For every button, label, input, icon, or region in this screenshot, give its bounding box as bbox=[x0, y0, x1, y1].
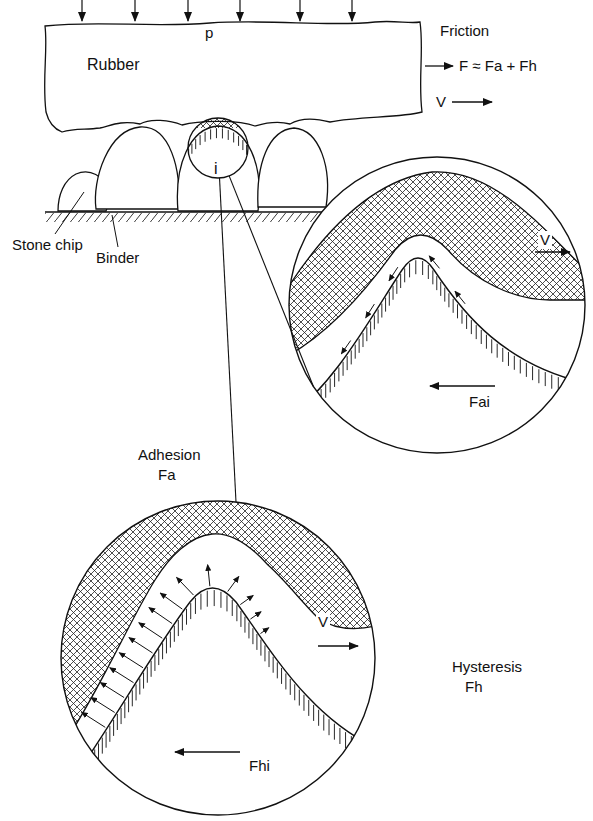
force-label: Fhi bbox=[247, 757, 272, 775]
callout-letter: i bbox=[214, 160, 218, 178]
rubber-block: Rubber bbox=[45, 20, 423, 128]
zoom-circle: V Fai bbox=[289, 157, 585, 453]
part-name: Stone chip bbox=[12, 236, 83, 254]
adhesion-zoom bbox=[280, 172, 593, 436]
rubber-zoom bbox=[280, 172, 593, 360]
part-name: Binder bbox=[96, 249, 139, 267]
velocity-label: V bbox=[316, 613, 330, 631]
pressure-arrows bbox=[82, 0, 352, 21]
leader-connector bbox=[220, 178, 236, 502]
velocity-label: V bbox=[538, 231, 552, 249]
stone-chip: i bbox=[178, 126, 260, 212]
ground-hatch bbox=[45, 213, 335, 222]
mechanism-label: Adhesion bbox=[138, 446, 201, 464]
part-name: Rubber bbox=[87, 56, 139, 74]
velocity-arrow bbox=[452, 101, 492, 102]
leader-line bbox=[55, 192, 84, 234]
formula-label: F ≈ Fa + Fh bbox=[459, 57, 537, 75]
force-label: Fai bbox=[469, 393, 490, 411]
stone-chips bbox=[58, 126, 328, 211]
symbol-label: Fa bbox=[158, 466, 176, 484]
stone-surface bbox=[285, 258, 593, 420]
symbol-label: Fh bbox=[465, 678, 483, 696]
leader-line bbox=[112, 215, 118, 247]
zoom-circle: V Fhi bbox=[61, 501, 375, 815]
friction-arrow bbox=[425, 65, 453, 66]
magnifier-spot bbox=[185, 115, 255, 128]
magnifier-circle bbox=[188, 118, 248, 178]
rubber-block bbox=[45, 21, 422, 132]
hysteresis-zoom bbox=[50, 490, 390, 821]
caption-label: Friction bbox=[440, 22, 489, 40]
velocity-label: V bbox=[436, 93, 446, 111]
zoom-circle bbox=[289, 157, 585, 453]
mechanism-label: Hysteresis bbox=[452, 658, 522, 676]
zoom-circle bbox=[61, 501, 375, 815]
leader-connector bbox=[229, 176, 313, 386]
pressure-label: p bbox=[205, 24, 213, 42]
rubber-zoom bbox=[50, 490, 390, 760]
stone-surface bbox=[55, 588, 385, 805]
